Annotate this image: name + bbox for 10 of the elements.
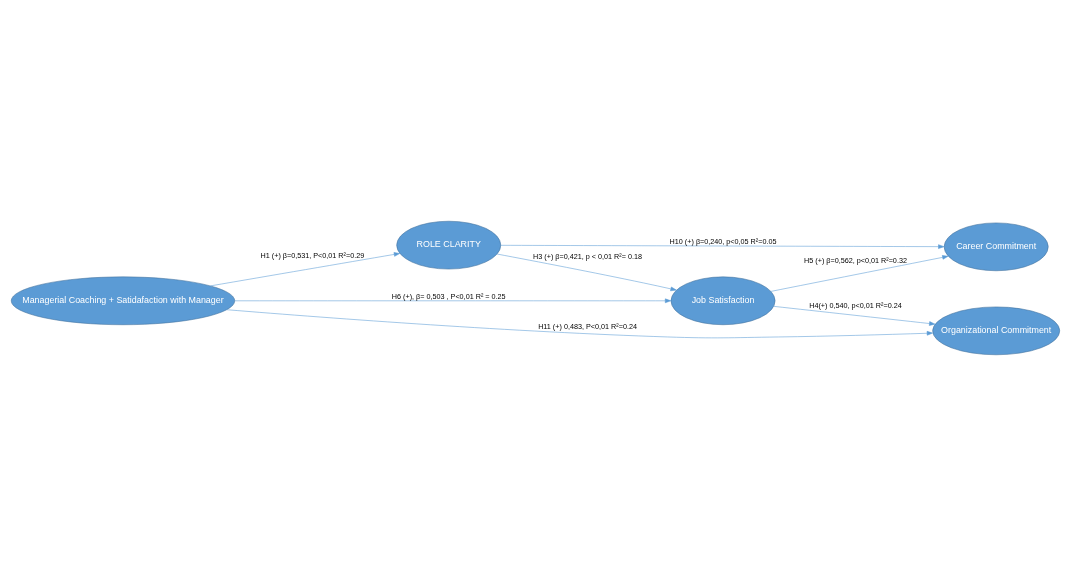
arrow [500, 243, 945, 249]
node-ellipse: Managerial Coaching + Satidafaction with Manager [10, 276, 235, 325]
node-ellipse: ROLE CLARITY [396, 220, 502, 269]
arrow [210, 251, 400, 286]
arrow [773, 305, 936, 326]
arrow [234, 298, 672, 303]
arrow [226, 308, 933, 338]
node-ellipse: Organizational Commitment [932, 306, 1060, 355]
arrow [770, 254, 949, 292]
arrow [496, 253, 677, 291]
